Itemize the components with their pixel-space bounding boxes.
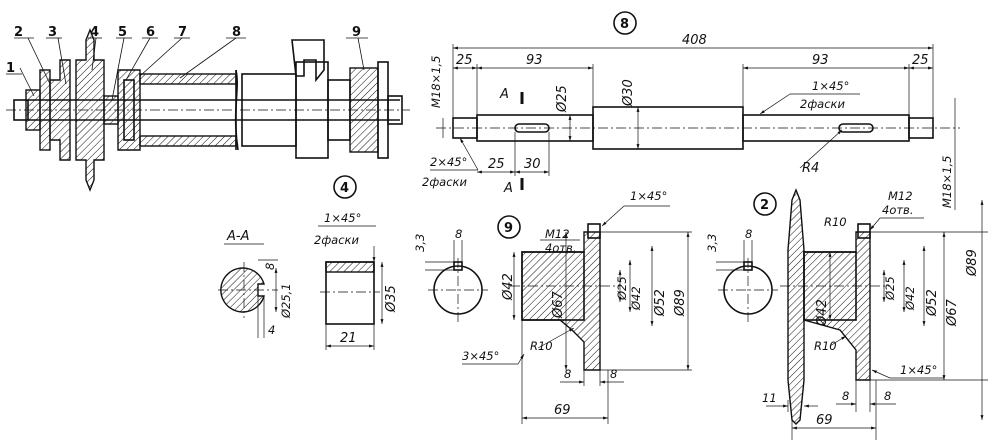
- assembly-view: 2 3 4 5 6 7 8 9 1: [6, 25, 410, 192]
- callout-7: 7: [178, 25, 187, 40]
- view4-number: 4: [340, 181, 349, 196]
- section-aa: A-A Ø25,1 8 4: [218, 229, 293, 338]
- view4-diameter: Ø35: [384, 285, 399, 313]
- callout-6: 6: [146, 25, 155, 40]
- view4-chamfer: 1×45°: [324, 211, 361, 225]
- v2-d42b: Ø42: [903, 286, 917, 311]
- v9-d89: Ø89: [673, 289, 688, 317]
- section-mark-top: A: [499, 87, 509, 102]
- v2-w11: 11: [762, 391, 777, 405]
- aa-key-depth: 4: [268, 323, 275, 337]
- view4-length: 21: [340, 331, 357, 346]
- view9-number: 9: [504, 221, 513, 236]
- callout-5: 5: [118, 25, 127, 40]
- v2-chamfer: 1×45°: [900, 363, 937, 377]
- v2-thread-note: 4отв.: [882, 203, 914, 217]
- chamfer-left: 2×45°: [430, 155, 467, 169]
- v9-d42a: Ø42: [501, 273, 516, 301]
- shaft-view-8: 8 408 25 93 93 25 M18×1,5 M18×1,5: [422, 11, 960, 210]
- v9-length: 69: [554, 403, 571, 418]
- dim-key-pos: 25: [488, 157, 505, 172]
- v9-w8b: 8: [610, 367, 617, 381]
- v9-radius: R10: [530, 339, 553, 353]
- callout-3: 3: [48, 25, 57, 40]
- dim-d30: Ø30: [621, 79, 636, 107]
- chamfer-right-note: 2фаски: [800, 97, 845, 111]
- v2-w8b: 8: [884, 389, 891, 403]
- v9-thread: M12: [545, 227, 570, 241]
- v2-d42: Ø42: [815, 299, 830, 327]
- dim-overall: 408: [682, 33, 707, 48]
- v2-d89: Ø89: [965, 249, 980, 277]
- callout-9: 9: [352, 25, 361, 40]
- flange-view-9: 3,3 8 9 M12 4отв. 1×45° Ø42 Ø67 Ø25 Ø42 …: [413, 189, 692, 424]
- chamfer-left-note: 2фаски: [422, 175, 467, 189]
- v2-d25: Ø25: [883, 276, 897, 301]
- callout-8: 8: [232, 25, 241, 40]
- dim-r4: R4: [802, 161, 819, 176]
- v9-keyway-width: 8: [455, 227, 462, 241]
- bushing-view-4: 4 1×45° 2фаски Ø35 21: [314, 175, 399, 350]
- dim-d25: Ø25: [555, 85, 570, 113]
- part-number-circle: [613, 11, 637, 35]
- v9-thread-note: 4отв.: [545, 241, 577, 255]
- callout-2: 2: [14, 25, 23, 40]
- aa-diameter: Ø25,1: [279, 283, 293, 319]
- section-title: A-A: [226, 229, 249, 244]
- aa-key-width: 8: [263, 263, 277, 270]
- v2-r-top: R10: [824, 215, 847, 229]
- v9-chamfer-bot: 3×45°: [462, 349, 499, 363]
- view4-chamfer-note: 2фаски: [314, 233, 359, 247]
- dim-right-end: 25: [912, 53, 929, 68]
- v9-d52: Ø52: [653, 289, 668, 317]
- dim-left-end: 25: [456, 53, 473, 68]
- dim-left-key: 93: [526, 53, 543, 68]
- view2-number: 2: [760, 198, 769, 213]
- dim-key-len: 30: [524, 157, 541, 172]
- v9-chamfer-top: 1×45°: [630, 189, 667, 203]
- thread-right: M18×1,5: [940, 156, 954, 208]
- dim-right-key: 93: [812, 53, 829, 68]
- v9-keyway-depth: 3,3: [413, 234, 427, 252]
- v2-keyway-width: 8: [745, 227, 752, 241]
- v9-d25: Ø25: [615, 276, 629, 301]
- v9-d67: Ø67: [551, 290, 566, 319]
- sprocket-view-2: 3,3 8 2 M12 4отв. R10 R10 Ø42 Ø25 Ø42 Ø5…: [705, 188, 988, 440]
- chamfer-right: 1×45°: [812, 79, 849, 93]
- part-number: 8: [620, 17, 629, 32]
- v2-thread: M12: [888, 189, 913, 203]
- v9-w8a: 8: [564, 367, 571, 381]
- callout-4: 4: [90, 25, 99, 40]
- v2-r-bot: R10: [814, 339, 837, 353]
- section-mark-bottom: A: [503, 181, 513, 196]
- v2-d67: Ø67: [945, 298, 960, 327]
- v9-d42b: Ø42: [629, 286, 643, 311]
- v2-d52: Ø52: [925, 289, 940, 317]
- v2-w8a: 8: [842, 389, 849, 403]
- v2-keyway-depth: 3,3: [705, 234, 719, 252]
- thread-left: M18×1,5: [429, 56, 443, 108]
- v2-length: 69: [816, 413, 833, 428]
- callout-1: 1: [6, 61, 15, 76]
